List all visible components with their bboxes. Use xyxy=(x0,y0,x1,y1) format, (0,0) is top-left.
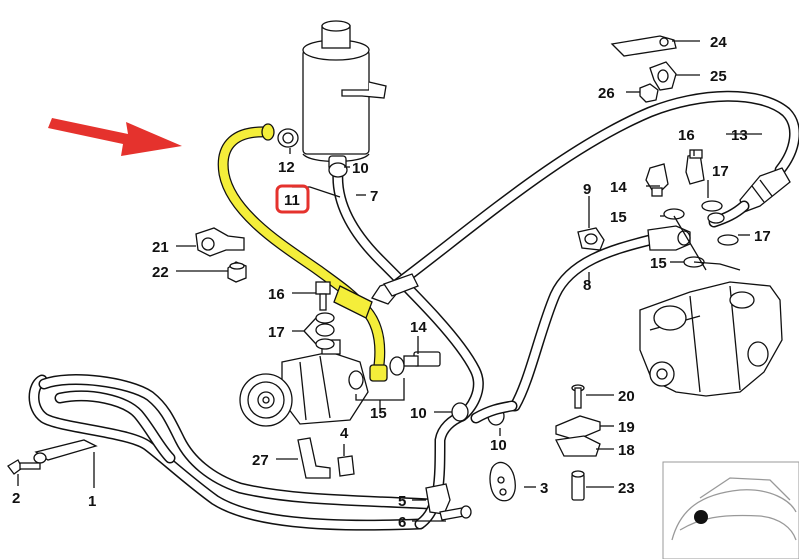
washer-mid xyxy=(707,212,725,224)
nut-26 xyxy=(639,83,659,103)
label-21: 21 xyxy=(152,239,169,256)
washer-17a xyxy=(701,200,723,212)
label-17-right-bottom: 17 xyxy=(754,228,771,245)
label-13: 13 xyxy=(731,127,748,144)
sleeve-23 xyxy=(571,470,585,501)
highlight-box-11 xyxy=(275,184,310,214)
label-19: 19 xyxy=(618,419,635,436)
label-7: 7 xyxy=(370,188,378,205)
label-27: 27 xyxy=(252,452,269,469)
holder-18 xyxy=(555,435,601,457)
clamp-10-b xyxy=(451,402,469,422)
clamp-9 xyxy=(577,227,605,251)
label-5: 5 xyxy=(398,493,406,510)
label-22: 22 xyxy=(152,264,169,281)
hose-11-highlighted xyxy=(217,123,388,382)
label-10-mid: 10 xyxy=(410,405,427,422)
bolt-2 xyxy=(7,459,41,475)
label-2: 2 xyxy=(12,490,20,507)
washer-17b xyxy=(717,234,739,246)
vehicle-locator-thumbnail xyxy=(662,461,799,559)
cooler-loop xyxy=(28,374,468,531)
label-24: 24 xyxy=(710,34,727,51)
fitting-14-right xyxy=(645,163,669,197)
part-labels: 24 25 26 13 16 17 14 9 15 17 15 8 12 10 … xyxy=(12,34,771,531)
label-9: 9 xyxy=(583,181,591,198)
label-25: 25 xyxy=(710,68,727,85)
label-6: 6 xyxy=(398,514,406,531)
clamp-25 xyxy=(649,61,677,91)
label-15-right-bottom: 15 xyxy=(650,255,667,272)
label-14-right: 14 xyxy=(610,179,627,196)
clip-19 xyxy=(555,415,601,441)
label-4: 4 xyxy=(340,425,349,442)
nut-22 xyxy=(227,261,247,283)
clamp-12 xyxy=(277,128,299,148)
fitting-16-right xyxy=(685,149,705,185)
clamp-10 xyxy=(328,162,348,178)
clip-4 xyxy=(337,455,355,477)
label-23: 23 xyxy=(618,480,635,497)
label-17-left: 17 xyxy=(268,324,285,341)
label-20: 20 xyxy=(618,388,635,405)
label-26: 26 xyxy=(598,85,615,102)
label-12: 12 xyxy=(278,159,295,176)
clip-5 xyxy=(425,483,451,515)
reservoir xyxy=(302,20,387,173)
label-16-right: 16 xyxy=(678,127,695,144)
bolt-14-left xyxy=(348,351,441,390)
label-1: 1 xyxy=(88,493,96,510)
label-8: 8 xyxy=(583,277,591,294)
label-11: 11 xyxy=(284,192,300,209)
bolt-6 xyxy=(439,505,472,521)
bushing-3 xyxy=(489,461,516,502)
hose-7 xyxy=(332,166,484,422)
bolt-16-left xyxy=(315,281,335,350)
clamp-21 xyxy=(195,227,245,257)
washer-15a xyxy=(663,208,685,220)
label-18: 18 xyxy=(618,442,635,459)
bracket-24 xyxy=(610,35,677,57)
label-15-right-top: 15 xyxy=(610,209,627,226)
power-steering-pump xyxy=(239,339,369,427)
label-14-left: 14 xyxy=(410,319,427,336)
label-10-top: 10 xyxy=(352,160,369,177)
location-dot xyxy=(694,510,708,524)
label-17-right-top: 17 xyxy=(712,163,729,180)
label-10-bottom: 10 xyxy=(490,437,507,454)
union-fitting xyxy=(371,273,419,305)
label-3: 3 xyxy=(540,480,548,497)
label-15-left: 15 xyxy=(370,405,387,422)
label-16-left: 16 xyxy=(268,286,285,303)
pointer-arrow-icon xyxy=(48,118,182,156)
steering-gear xyxy=(639,281,783,397)
hose-8 xyxy=(509,225,691,412)
hose-13 xyxy=(386,90,799,294)
leader-lines xyxy=(17,40,762,522)
bracket-27 xyxy=(297,437,331,479)
screw-20 xyxy=(571,384,585,409)
